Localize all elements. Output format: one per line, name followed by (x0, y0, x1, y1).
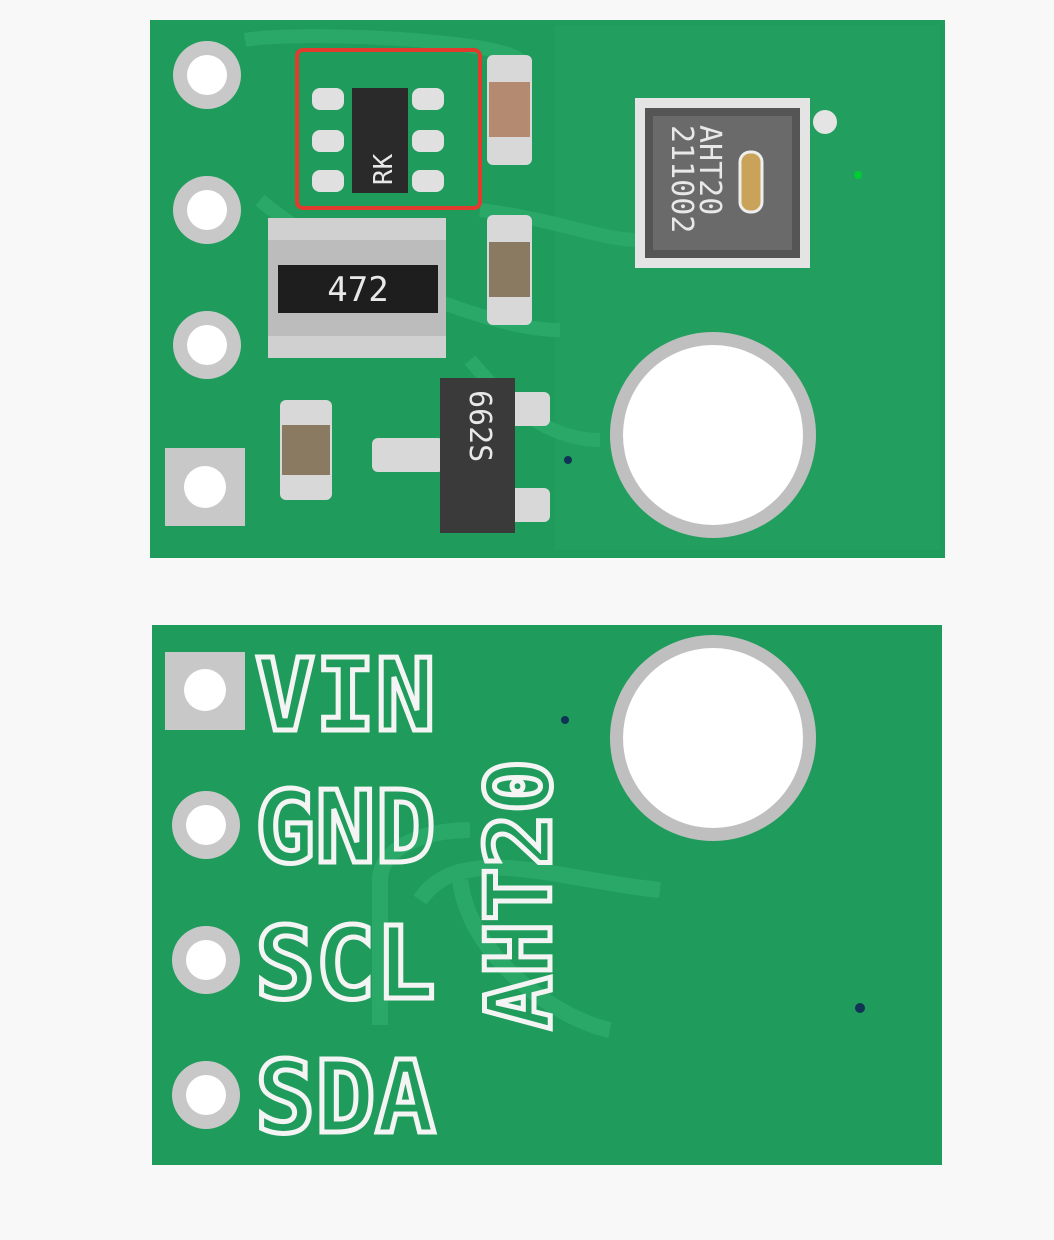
pin-label-gnd: GND (255, 769, 436, 886)
ic-marking: RK (369, 153, 399, 185)
top-pin-holes (165, 41, 245, 526)
regulator: 662S (372, 378, 550, 533)
board-label: AHT20 (467, 759, 572, 1030)
pin-label-scl: SCL (255, 905, 436, 1022)
pin-label-vin: VIN (255, 637, 436, 754)
capacitors (280, 55, 532, 500)
bottom-pin-pads (165, 652, 245, 1129)
resistor-array-marking: 472 (327, 270, 388, 310)
top-board: RK 472 662S (150, 20, 945, 558)
pin-label-sda: SDA (255, 1039, 436, 1156)
sensor-marking-1: AHT20 (692, 125, 727, 215)
sensor-marking-2: 211002 (664, 125, 699, 233)
aht20-sensor: AHT20 211002 (635, 98, 837, 268)
highlight-box (295, 48, 482, 210)
ic-chip: RK (312, 88, 444, 193)
resistor-array: 472 (268, 218, 446, 358)
regulator-marking: 662S (462, 390, 497, 462)
bottom-board: VIN GND SCL SDA AHT20 (152, 625, 942, 1165)
